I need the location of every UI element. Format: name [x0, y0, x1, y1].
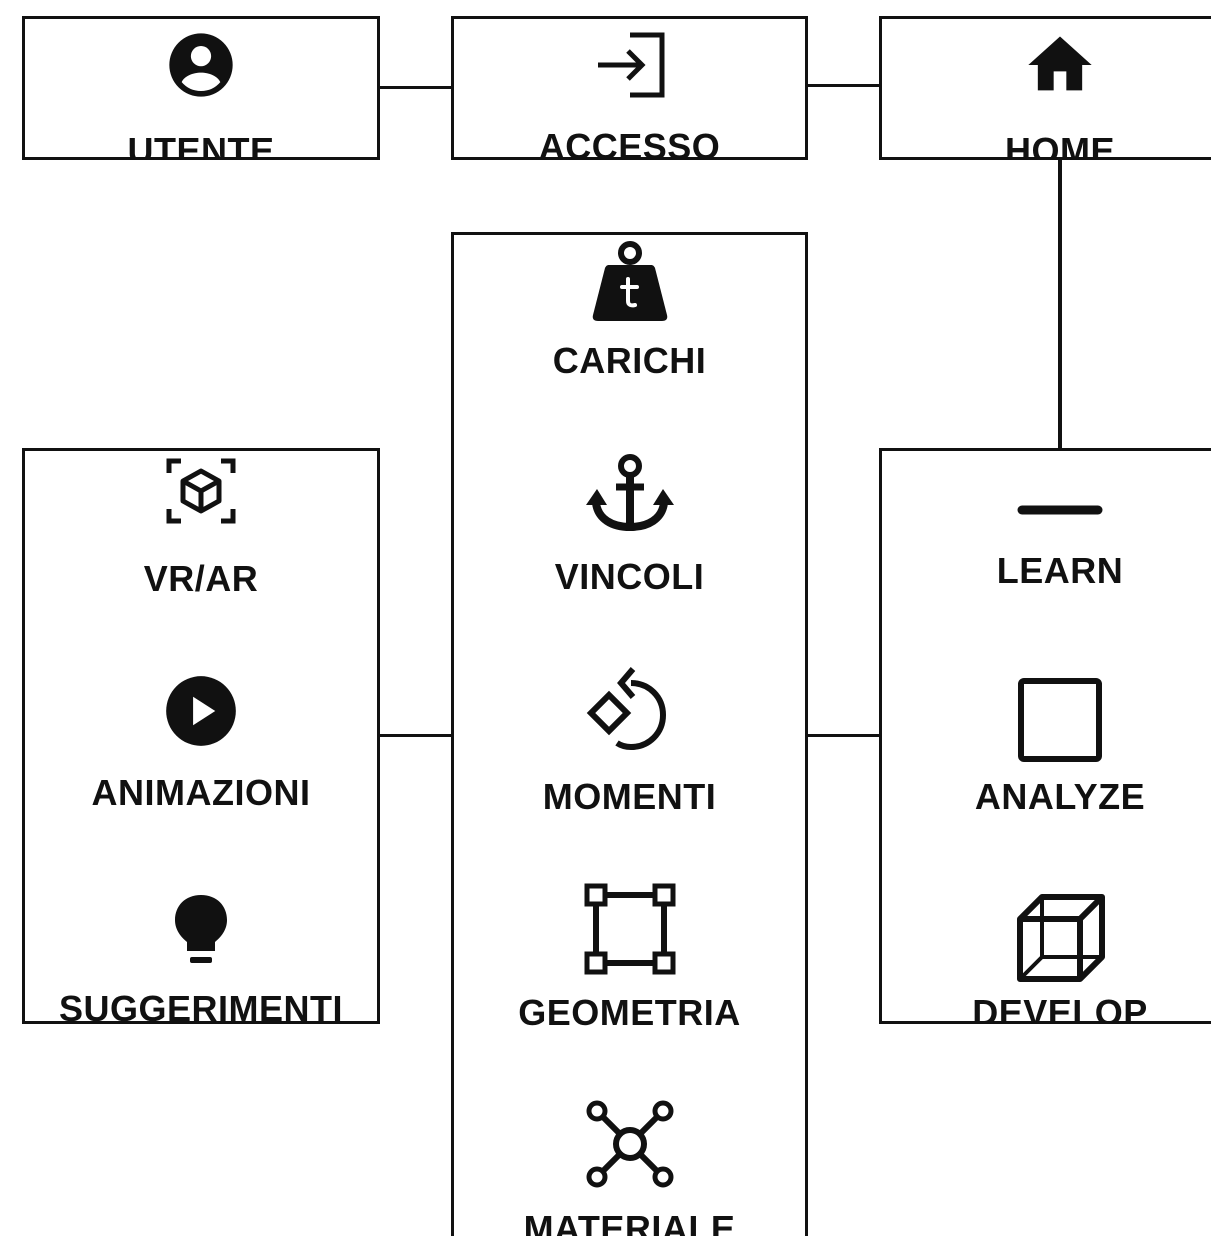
minus-icon	[1017, 505, 1103, 515]
connector-accesso-home	[807, 84, 881, 87]
vincoli-item[interactable]: VINCOLI	[454, 453, 805, 595]
analyze-item[interactable]: ANALYZE	[882, 677, 1211, 815]
rotate-diamond-icon	[586, 667, 666, 751]
anchor-icon	[585, 454, 674, 532]
play-circle-icon	[166, 676, 236, 746]
user-circle-icon	[169, 33, 233, 97]
lightbulb-icon	[175, 895, 227, 963]
utente-label: UTENTE	[127, 130, 275, 160]
cube-icon	[1017, 894, 1105, 982]
materiale-label: MATERIALE	[523, 1208, 736, 1236]
vincoli-label: VINCOLI	[554, 556, 705, 597]
home-icon	[1028, 36, 1092, 91]
learn-item[interactable]: LEARN	[882, 499, 1211, 589]
animazioni-item[interactable]: ANIMAZIONI	[25, 673, 377, 811]
carichi-item[interactable]: CARICHI	[454, 239, 805, 379]
momenti-label: MOMENTI	[542, 776, 717, 817]
develop-item[interactable]: DEVELOP	[882, 891, 1211, 1024]
develop-label: DEVELOP	[972, 992, 1148, 1024]
right-panel: LEARN ANALYZE DEVELOP	[879, 448, 1211, 1024]
square-icon	[1018, 678, 1102, 762]
accesso-box[interactable]: ACCESSO	[451, 16, 808, 160]
home-box[interactable]: HOME	[879, 16, 1211, 160]
square-nodes-icon	[584, 883, 675, 975]
vr-ar-item[interactable]: VR/AR	[25, 455, 377, 597]
connector-utente-accesso	[379, 86, 453, 89]
center-panel: CARICHI VINCOLI MOMENTI GEOMETRIA	[451, 232, 808, 1236]
geometria-label: GEOMETRIA	[518, 992, 741, 1033]
utente-box[interactable]: UTENTE	[22, 16, 380, 160]
materiale-item[interactable]: MATERIALE	[454, 1099, 805, 1236]
vr-ar-label: VR/AR	[143, 558, 259, 599]
carichi-label: CARICHI	[552, 340, 707, 381]
animazioni-label: ANIMAZIONI	[91, 772, 311, 813]
login-icon	[597, 32, 664, 98]
analyze-label: ANALYZE	[974, 776, 1146, 817]
connector-center-right	[807, 734, 881, 737]
accesso-label: ACCESSO	[538, 126, 721, 160]
left-panel: VR/AR ANIMAZIONI SUGGERIMENTI	[22, 448, 380, 1024]
learn-label: LEARN	[996, 550, 1124, 591]
connector-home-right-panel	[1058, 158, 1062, 450]
molecule-icon	[586, 1100, 673, 1188]
home-label: HOME	[1005, 130, 1115, 160]
geometria-item[interactable]: GEOMETRIA	[454, 883, 805, 1031]
momenti-item[interactable]: MOMENTI	[454, 667, 805, 815]
ar-cube-icon	[166, 458, 236, 524]
connector-left-center	[379, 734, 453, 737]
suggerimenti-item[interactable]: SUGGERIMENTI	[25, 889, 377, 1024]
weight-icon	[592, 241, 667, 321]
suggerimenti-label: SUGGERIMENTI	[58, 988, 343, 1024]
